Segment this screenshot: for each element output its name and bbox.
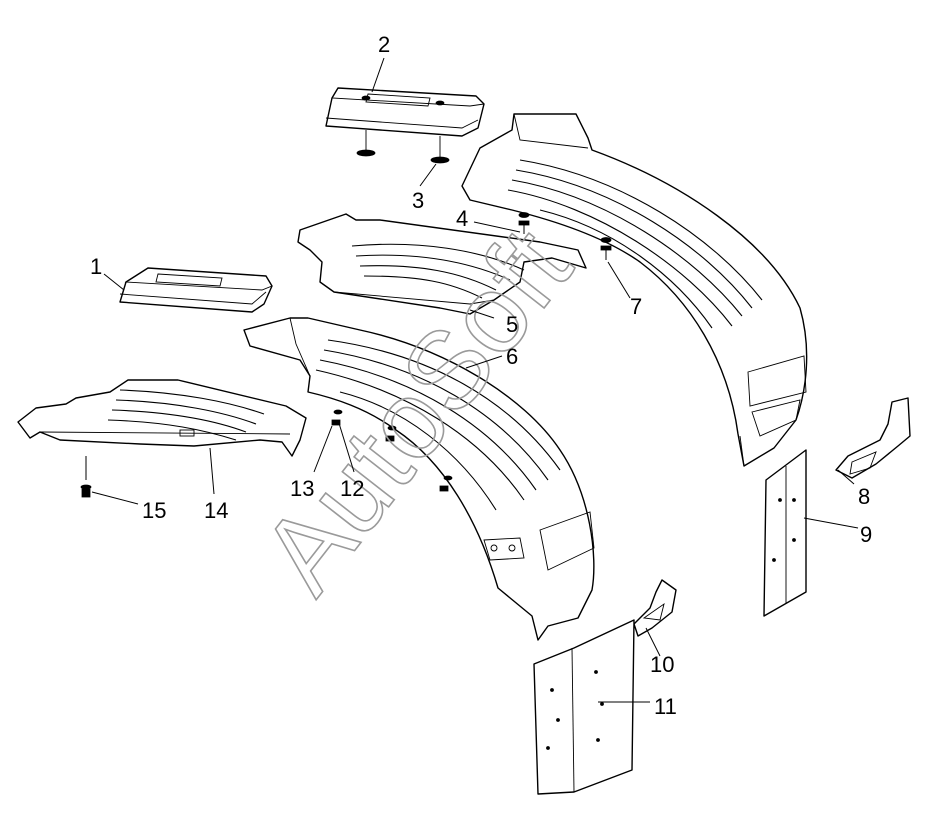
- callout-12: 12: [340, 476, 364, 501]
- part-7-right-fender: [461, 113, 808, 467]
- part-9-mudflap: [763, 449, 807, 617]
- leader-lines: [91, 57, 859, 703]
- callout-4: 4: [456, 206, 468, 231]
- part-11-mudflap: [533, 619, 635, 795]
- fastener-15: [80, 456, 92, 498]
- callout-14: 14: [204, 498, 228, 523]
- callout-9: 9: [860, 522, 872, 547]
- fastener-4: [518, 212, 530, 234]
- part-14-inner-liner: [17, 379, 307, 457]
- callout-3: 3: [412, 188, 424, 213]
- callout-1: 1: [90, 254, 102, 279]
- callout-2: 2: [378, 32, 390, 57]
- fastener-12-13: [331, 409, 453, 492]
- part-6-left-fender: [243, 317, 595, 641]
- fastener-7: [600, 237, 612, 260]
- part-8-bracket: [835, 397, 911, 479]
- part-5-inner-liner: [297, 213, 587, 315]
- callout-8: 8: [858, 484, 870, 509]
- callout-6: 6: [506, 344, 518, 369]
- part-10-bracket: [633, 579, 677, 637]
- part-3-grommets: [356, 130, 450, 164]
- part-1-cover: [119, 267, 273, 313]
- callout-7: 7: [630, 294, 642, 319]
- callout-10: 10: [650, 652, 674, 677]
- callout-13: 13: [290, 476, 314, 501]
- callout-15: 15: [142, 498, 166, 523]
- callout-11: 11: [654, 694, 677, 719]
- callout-5: 5: [506, 312, 518, 337]
- part-2-cover: [325, 87, 485, 137]
- callouts: 1 2 3 4 5 6 7 8 9 10 11 12 13 14 15: [90, 32, 872, 719]
